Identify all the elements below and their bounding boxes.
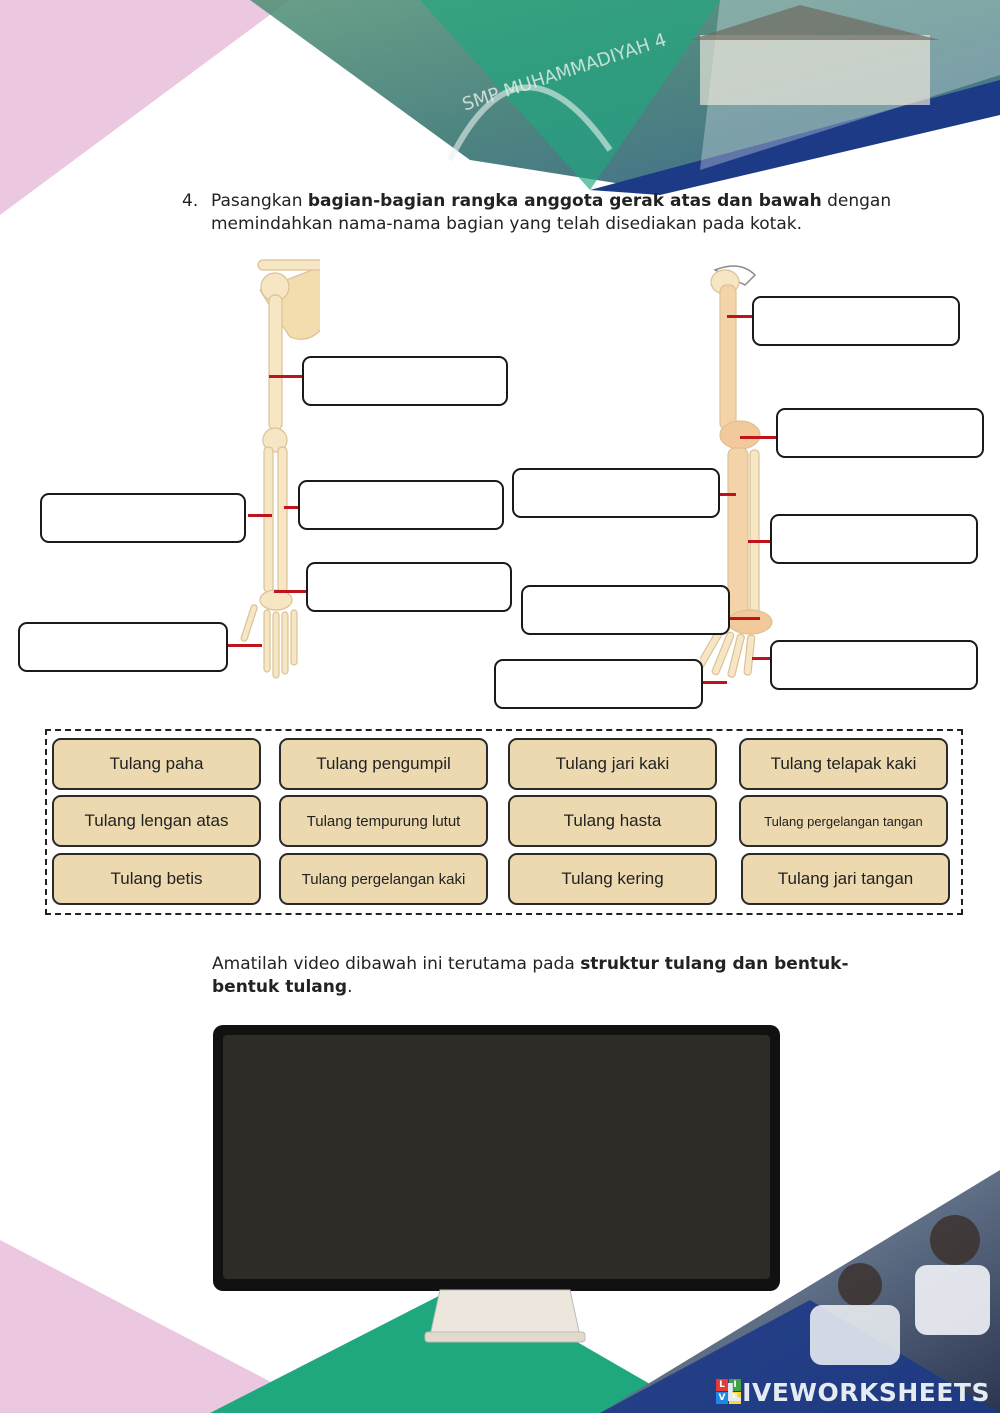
question-text-bold: bagian-bagian rangka anggota gerak atas … — [308, 191, 822, 211]
answer-box-arm-1[interactable] — [302, 356, 508, 406]
answer-box-leg-4[interactable] — [770, 514, 978, 564]
word-chip[interactable]: Tulang pergelangan tangan — [739, 795, 948, 847]
word-chip[interactable]: Tulang jari tangan — [741, 853, 950, 905]
answer-box-leg-2[interactable] — [776, 408, 984, 458]
liveworksheets-brand[interactable]: LIVEWORKSHEETS — [726, 1378, 990, 1407]
pointer-line — [727, 315, 752, 318]
pink-triangle-top — [0, 0, 290, 215]
pointer-line — [752, 657, 770, 660]
answer-box-leg-7[interactable] — [494, 659, 703, 709]
pointer-line — [730, 617, 760, 620]
pointer-line — [248, 514, 272, 517]
word-chip[interactable]: Tulang pergelangan kaki — [279, 853, 488, 905]
answer-box-arm-4[interactable] — [306, 562, 512, 612]
word-chip[interactable]: Tulang paha — [52, 738, 261, 790]
pointer-line — [703, 681, 727, 684]
word-chip[interactable]: Tulang hasta — [508, 795, 717, 847]
pointer-line — [748, 540, 770, 543]
pointer-line — [274, 590, 306, 593]
video-prompt-post: . — [347, 977, 352, 997]
answer-box-arm-3[interactable] — [298, 480, 504, 530]
pointer-line — [228, 644, 262, 647]
arm-skeleton-image — [240, 255, 320, 685]
video-prompt-text: Amatilah video dibawah ini terutama pada… — [212, 953, 902, 999]
answer-box-leg-6[interactable] — [770, 640, 978, 690]
word-chip[interactable]: Tulang telapak kaki — [739, 738, 948, 790]
word-chip[interactable]: Tulang pengumpil — [279, 738, 488, 790]
video-prompt-pre: Amatilah video dibawah ini terutama pada — [212, 954, 580, 974]
question-number: 4. — [182, 190, 198, 213]
answer-box-leg-5[interactable] — [521, 585, 730, 635]
question-text-line2: memindahkan nama-nama bagian yang telah … — [211, 214, 802, 234]
pointer-line — [740, 436, 776, 439]
answer-box-arm-2[interactable] — [40, 493, 246, 543]
question-text-pre: Pasangkan — [211, 191, 308, 211]
word-chip[interactable]: Tulang kering — [508, 853, 717, 905]
monitor-stand — [420, 1288, 590, 1348]
word-chip[interactable]: Tulang jari kaki — [508, 738, 717, 790]
video-screen[interactable] — [223, 1035, 770, 1279]
pointer-line — [269, 375, 302, 378]
word-chip[interactable]: Tulang tempurung lutut — [279, 795, 488, 847]
answer-box-leg-3[interactable] — [512, 468, 720, 518]
answer-box-leg-1[interactable] — [752, 296, 960, 346]
pointer-line — [284, 506, 298, 509]
pointer-line — [720, 493, 736, 496]
answer-box-arm-5[interactable] — [18, 622, 228, 672]
question-text-post: dengan — [822, 191, 891, 211]
word-chip[interactable]: Tulang betis — [52, 853, 261, 905]
word-chip[interactable]: Tulang lengan atas — [52, 795, 261, 847]
video-player[interactable] — [213, 1025, 780, 1291]
